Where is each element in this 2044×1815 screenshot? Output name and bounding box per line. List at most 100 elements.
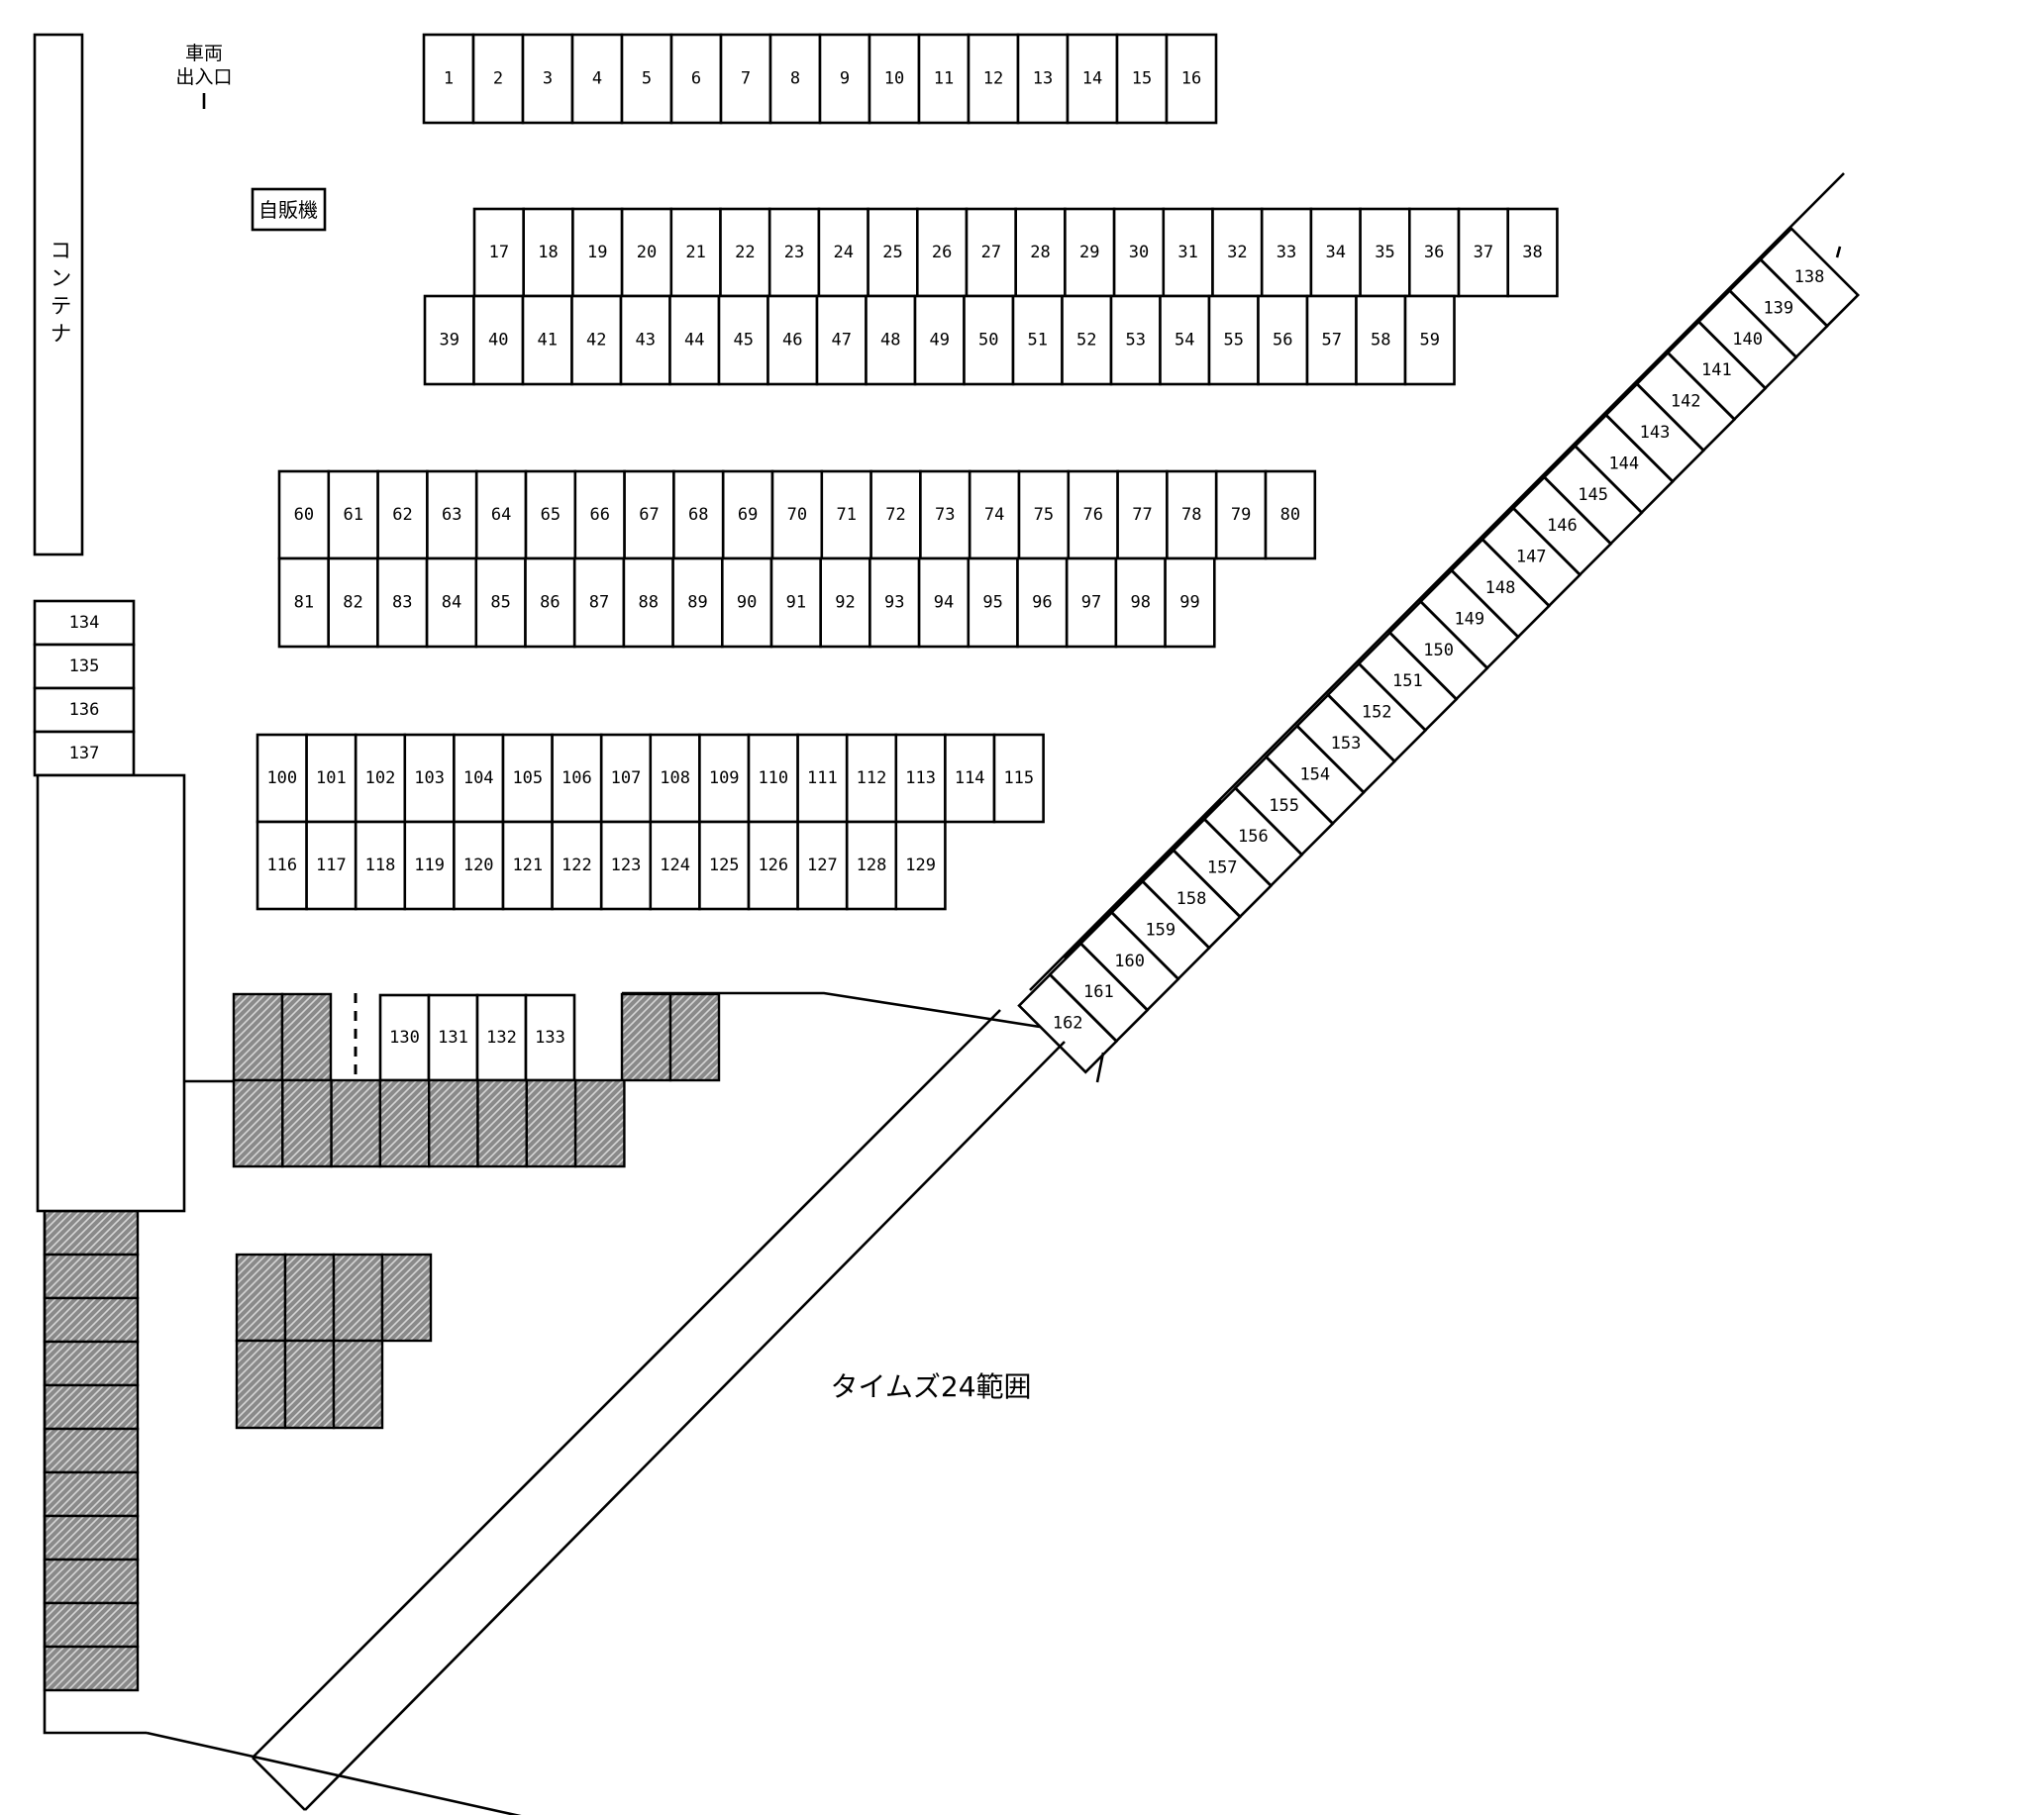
- stall-box: [551, 733, 603, 824]
- parking-stall: 71: [820, 469, 872, 560]
- stall-box: [919, 469, 971, 560]
- stall-number: 59: [1420, 331, 1440, 351]
- parking-stall: 29: [1064, 207, 1116, 298]
- parking-stall: 78: [1166, 469, 1218, 560]
- stall-box: [571, 207, 624, 298]
- stall-number: 90: [737, 593, 757, 613]
- stall-number: 71: [836, 505, 856, 525]
- stall-number: 104: [463, 768, 494, 788]
- parking-stall: 56: [1257, 294, 1309, 386]
- boundary-bottom-diagonal: [146, 1731, 522, 1815]
- reserved-stall-hatched: [378, 1078, 431, 1168]
- parking-stall: 145: [1542, 444, 1644, 546]
- parking-stall: 98: [1114, 556, 1167, 649]
- stall-number: 105: [512, 768, 543, 788]
- reserved-stall-hatched: [43, 1296, 140, 1344]
- parking-stall: 51: [1011, 294, 1064, 386]
- parking-stall: 52: [1061, 294, 1113, 386]
- reserved-stall-hatched: [43, 1470, 140, 1518]
- reserved-stall-hatched: [428, 1078, 479, 1168]
- stall-number: 16: [1181, 69, 1201, 89]
- stall-number: 1: [444, 69, 454, 89]
- stall-box: [599, 820, 653, 911]
- parking-stall: 8: [768, 33, 822, 125]
- stall-number: 95: [982, 593, 1002, 613]
- building-block: [36, 773, 186, 1213]
- parking-stall: 135: [33, 643, 136, 690]
- stall-number: 12: [983, 69, 1003, 89]
- parking-stall: 81: [277, 556, 331, 649]
- driveway-line-3: [1029, 172, 1845, 991]
- stall-number: 117: [316, 856, 347, 875]
- parking-stall: 70: [770, 469, 824, 560]
- parking-stall: 27: [965, 207, 1018, 298]
- stall-number: 139: [1763, 298, 1793, 318]
- stall-number: 23: [784, 243, 804, 262]
- stall-number: 92: [835, 593, 855, 613]
- stall-number: 68: [688, 505, 708, 525]
- stall-box: [327, 469, 379, 560]
- stall-number: 43: [636, 331, 656, 351]
- stall-box: [403, 820, 456, 911]
- stall-box: [1257, 294, 1309, 386]
- parking-stall: 49: [913, 294, 966, 386]
- stall-number: 82: [343, 593, 362, 613]
- reserved-stall-hatched: [232, 992, 284, 1082]
- parking-stall: 109: [698, 733, 751, 824]
- stall-number: 55: [1224, 331, 1244, 351]
- parking-stall: 37: [1457, 207, 1510, 298]
- parking-stall: 88: [622, 556, 674, 649]
- stall-number: 76: [1082, 505, 1102, 525]
- parking-stall: 85: [474, 556, 527, 649]
- parking-stall: 115: [992, 733, 1045, 824]
- stall-number: 157: [1207, 858, 1238, 878]
- stall-number: 121: [512, 856, 543, 875]
- stall-number: 46: [782, 331, 802, 351]
- parking-stall: 62: [376, 469, 429, 560]
- parking-stall: 136: [33, 686, 136, 734]
- stall-number: 123: [611, 856, 642, 875]
- stall-box: [378, 993, 431, 1082]
- parking-stall: 39: [423, 294, 475, 386]
- boundary-row-h-top: [622, 991, 1041, 1029]
- stall-number: 70: [787, 505, 807, 525]
- stall-box: [471, 33, 525, 125]
- stall-number: 63: [442, 505, 461, 525]
- stall-number: 103: [414, 768, 445, 788]
- stall-number: 24: [834, 243, 854, 262]
- reserved-stall-hatched: [232, 1078, 284, 1168]
- stall-number: 17: [489, 243, 509, 262]
- parking-stall: 25: [867, 207, 919, 298]
- parking-stall: 50: [963, 294, 1015, 386]
- stall-number: 120: [463, 856, 494, 875]
- stall-box: [1165, 33, 1218, 125]
- parking-stall: 66: [573, 469, 626, 560]
- stall-number: 47: [832, 331, 852, 351]
- stall-number: 129: [905, 856, 936, 875]
- stall-box: [671, 556, 724, 649]
- stall-number: 3: [543, 69, 553, 89]
- stall-number: 29: [1079, 243, 1099, 262]
- stall-number: 49: [930, 331, 950, 351]
- parking-stall: 130: [378, 993, 431, 1082]
- parking-stall: 142: [1635, 351, 1737, 453]
- stall-number: 156: [1238, 827, 1269, 847]
- parking-stall: 35: [1359, 207, 1411, 298]
- stall-number: 124: [660, 856, 690, 875]
- stall-number: 66: [589, 505, 609, 525]
- parking-stall: 133: [524, 993, 576, 1082]
- parking-stall: 19: [571, 207, 624, 298]
- parking-stall: 18: [522, 207, 574, 298]
- reserved-stall-hatched: [281, 1078, 333, 1168]
- stall-number: 15: [1132, 69, 1152, 89]
- stall-box: [649, 820, 701, 911]
- stall-number: 27: [981, 243, 1001, 262]
- stall-number: 86: [540, 593, 560, 613]
- parking-stall: 58: [1355, 294, 1407, 386]
- times24-area-label: タイムズ24範囲: [830, 1370, 1031, 1403]
- parking-stall: 122: [551, 820, 603, 911]
- stall-box: [599, 733, 653, 824]
- parking-stall: 23: [767, 207, 821, 298]
- parking-stall: 110: [747, 733, 799, 824]
